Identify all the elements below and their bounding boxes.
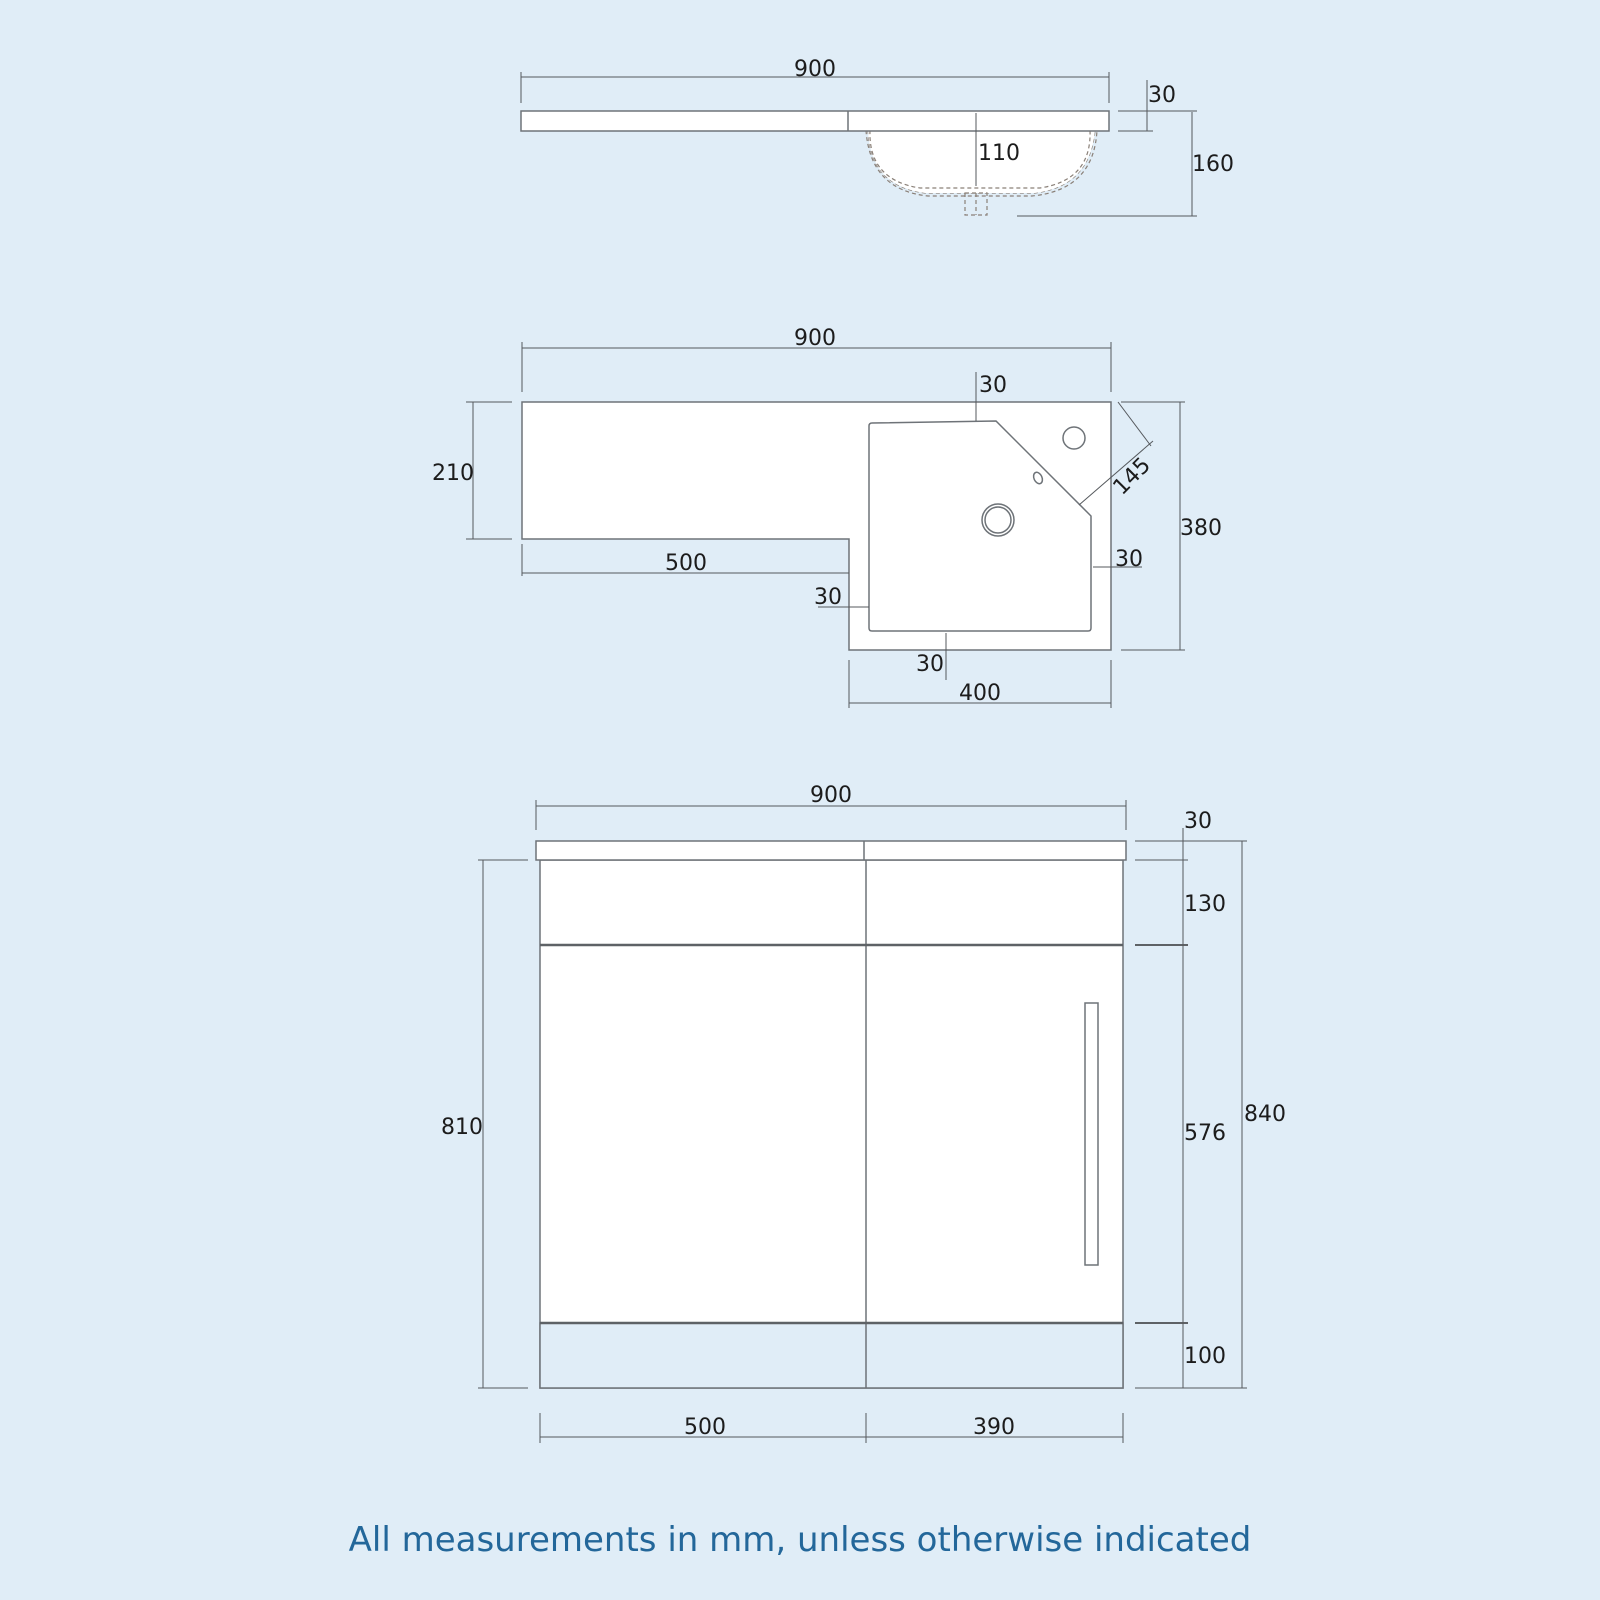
side-view: 900 30 110 160 — [520, 57, 1234, 217]
dim-label-drawer-height: 130 — [1184, 892, 1226, 917]
dim-line-chamfer — [1078, 440, 1154, 506]
dim-label-width: 900 — [794, 326, 836, 351]
basin-dash-2 — [865, 129, 1098, 197]
dim-label-chamfer: 145 — [1109, 453, 1156, 500]
dim-label-overall-height: 840 — [1244, 1102, 1286, 1127]
waste-hole-outer — [981, 503, 1015, 537]
dim-label-width: 900 — [794, 57, 836, 82]
dim-label-height: 160 — [1192, 152, 1234, 177]
dim-label-offset-bottom: 30 — [916, 652, 944, 677]
tap-hole — [1062, 426, 1086, 450]
door-handle — [1084, 1002, 1099, 1266]
overflow — [1032, 471, 1044, 485]
countertop-front — [535, 840, 1127, 861]
dim-label-offset-right: 30 — [1115, 547, 1143, 572]
dim-label-door-height: 576 — [1184, 1121, 1226, 1146]
dim-label-thickness: 30 — [1148, 83, 1176, 108]
dim-label-unit-height: 810 — [441, 1115, 483, 1140]
cabinet-body — [539, 859, 1124, 1389]
dim-label-depth: 380 — [1180, 516, 1222, 541]
dim-label-offset-left: 30 — [814, 585, 842, 610]
dim-label-right-width: 390 — [973, 1415, 1015, 1440]
measurement-note: All measurements in mm, unless otherwise… — [348, 1520, 1252, 1560]
waste-hole-inner — [984, 506, 1012, 534]
countertop-side — [520, 110, 1110, 132]
top-view: 900 210 500 30 30 30 30 145 380 40 — [432, 326, 1222, 708]
dim-label-plinth-height: 100 — [1184, 1344, 1226, 1369]
countertop-plan — [521, 401, 1112, 651]
dim-label-left-length: 500 — [665, 551, 707, 576]
basin-fill — [868, 130, 1095, 193]
dim-label-offset-top: 30 — [979, 373, 1007, 398]
dim-label-basin-depth: 110 — [978, 141, 1020, 166]
dim-label-left-width: 500 — [684, 1415, 726, 1440]
dim-label-basin-width: 400 — [959, 681, 1001, 706]
dim-label-left-depth: 210 — [432, 461, 474, 486]
plinth — [539, 1322, 1124, 1389]
basin-bowl — [868, 420, 1092, 632]
dim-label-width: 900 — [810, 783, 852, 808]
dim-label-top-thickness: 30 — [1184, 809, 1212, 834]
front-view: 900 30 130 576 100 840 810 500 390 — [441, 783, 1286, 1443]
dim-ext — [1117, 401, 1152, 447]
